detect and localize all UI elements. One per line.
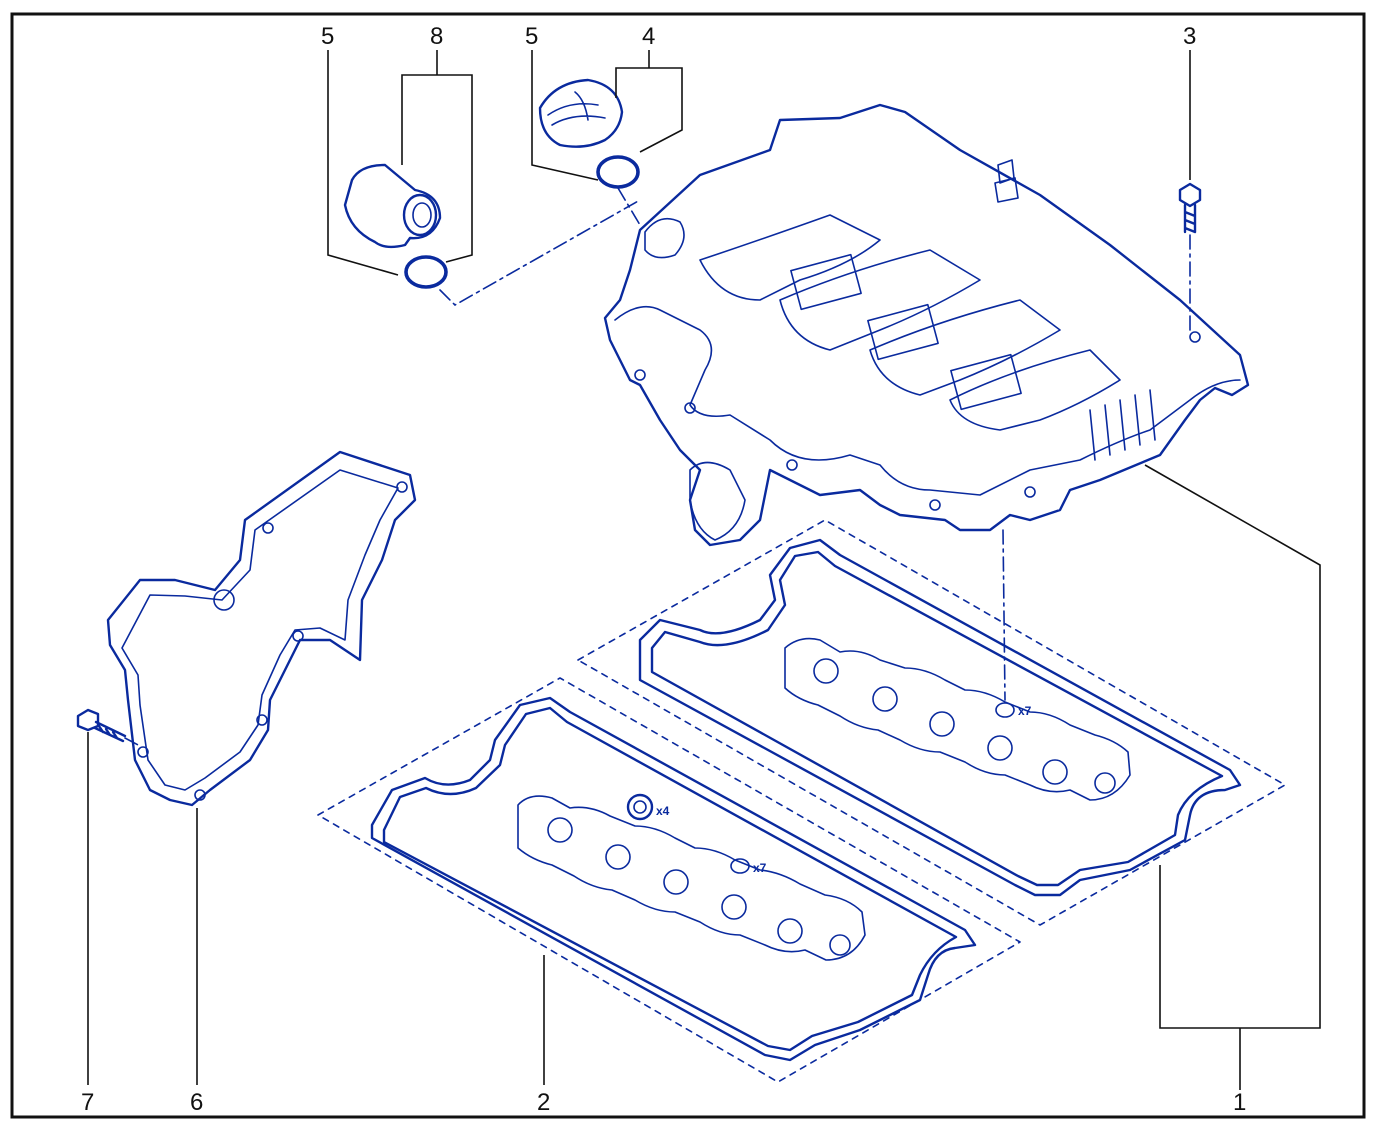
breather-fitting-bore-inner — [412, 202, 432, 228]
lower-gasket-bounding-box — [317, 677, 1021, 1083]
callout-5-right: 5 — [525, 23, 538, 50]
leader-8 — [401, 74, 473, 263]
valve-cover-gasket-edge — [614, 305, 1241, 496]
callout-1: 1 — [1233, 1089, 1246, 1116]
timing-cover-hole-4 — [292, 630, 304, 642]
lower-seal-ring-3 — [663, 869, 689, 895]
lower-cover-gasket — [370, 696, 977, 1062]
coil-pad-3 — [950, 353, 1022, 411]
callout-numbers: 5 8 5 4 3 7 6 2 1 — [81, 23, 1246, 1116]
bolt-3-head — [1178, 182, 1202, 208]
breather-spigot — [994, 159, 1019, 203]
assembly-axis-seal — [1002, 529, 1006, 701]
coil-pad-2 — [867, 303, 939, 361]
valve-cover-intake-assembly — [603, 103, 1250, 547]
oil-filler-cap — [538, 78, 640, 189]
throttle-inlet — [689, 461, 746, 541]
callout-5-left: 5 — [321, 23, 334, 50]
timing-cover-outline — [106, 450, 417, 807]
cover-bolt — [1178, 182, 1202, 331]
bolt-3-shank — [1183, 203, 1197, 234]
upper-gasket-bounding-box — [577, 519, 1286, 926]
lower-small-seal-x4-inner — [633, 800, 647, 814]
upper-small-seal — [995, 702, 1015, 718]
mount-hole-b — [684, 402, 696, 414]
cover-ribs — [1089, 389, 1156, 461]
coil-pad-1 — [790, 253, 862, 311]
callout-3: 3 — [1183, 23, 1196, 50]
lower-seal-ring-5 — [777, 918, 803, 944]
runner-1 — [699, 214, 881, 301]
o-ring-right — [596, 155, 640, 189]
leader-5-right — [531, 50, 599, 181]
timing-cover-hole-5 — [256, 714, 268, 726]
upper-seal-ring-4 — [987, 735, 1013, 761]
runner-3 — [869, 299, 1061, 396]
timing-cover-inner — [121, 469, 399, 791]
lower-gasket-set: x4 x7 — [317, 677, 1021, 1083]
upper-gasket-set: x7 — [577, 519, 1286, 926]
mount-hole-a — [634, 369, 646, 381]
leader-1 — [1144, 464, 1321, 1029]
timing-cover-bolt — [76, 708, 141, 747]
mount-hole-f — [1189, 331, 1201, 343]
bolt-7-axis — [124, 737, 141, 747]
runner-4 — [949, 349, 1121, 431]
assembly-axis-cap — [617, 187, 641, 226]
filler-cap-grip — [547, 91, 606, 126]
upper-seal-ring-6 — [1094, 772, 1116, 794]
mount-hole-d — [929, 499, 941, 511]
timing-cover — [106, 450, 417, 807]
callout-2: 2 — [537, 1089, 550, 1116]
leader-4 — [615, 67, 683, 153]
callout-6: 6 — [190, 1089, 203, 1116]
lower-round-seal-x7 — [730, 858, 750, 874]
runner-2 — [779, 249, 981, 351]
lower-small-seal-x4 — [626, 793, 654, 821]
mount-hole-e — [1024, 486, 1036, 498]
timing-cover-hole-1 — [262, 522, 274, 534]
timing-cover-hole-3 — [213, 589, 235, 611]
timing-cover-hole-6 — [194, 789, 206, 801]
o-ring-left — [404, 255, 448, 289]
upper-seal-quantity: x7 — [1018, 704, 1032, 718]
leader-lines — [87, 50, 1321, 1090]
callout-8: 8 — [430, 23, 443, 50]
callout-4: 4 — [642, 23, 655, 50]
timing-cover-hole-7 — [137, 746, 149, 758]
lower-seal-ring-1 — [547, 817, 573, 843]
upper-seal-ring-2 — [872, 686, 898, 712]
breather-fitting — [343, 163, 448, 289]
mount-hole-c — [786, 459, 798, 471]
upper-cover-gasket — [638, 538, 1242, 897]
lower-round-seal-quantity: x7 — [753, 861, 767, 875]
timing-cover-hole-2 — [396, 481, 408, 493]
upper-seal-ring-5 — [1042, 759, 1068, 785]
assembly-axis-filler — [439, 199, 641, 306]
breather-fitting-body — [343, 163, 442, 249]
breather-fitting-bore — [402, 193, 438, 237]
lower-seal-ring-6 — [829, 934, 851, 956]
oil-filler-neck — [644, 217, 685, 259]
leader-5-left — [327, 50, 399, 276]
lower-plug-seals-strip — [517, 795, 866, 961]
upper-seal-ring-1 — [813, 658, 839, 684]
bolt-7-shank — [93, 720, 127, 743]
diagram-frame — [10, 12, 1366, 1119]
upper-seal-ring-3 — [929, 711, 955, 737]
upper-plug-seals-strip — [784, 637, 1131, 801]
valve-cover-outline — [603, 103, 1250, 547]
filler-cap-body — [538, 78, 624, 148]
lower-small-seal-quantity: x4 — [656, 804, 670, 818]
lower-seal-ring-2 — [605, 844, 631, 870]
callout-7: 7 — [81, 1089, 94, 1116]
lower-seal-ring-4 — [721, 894, 747, 920]
